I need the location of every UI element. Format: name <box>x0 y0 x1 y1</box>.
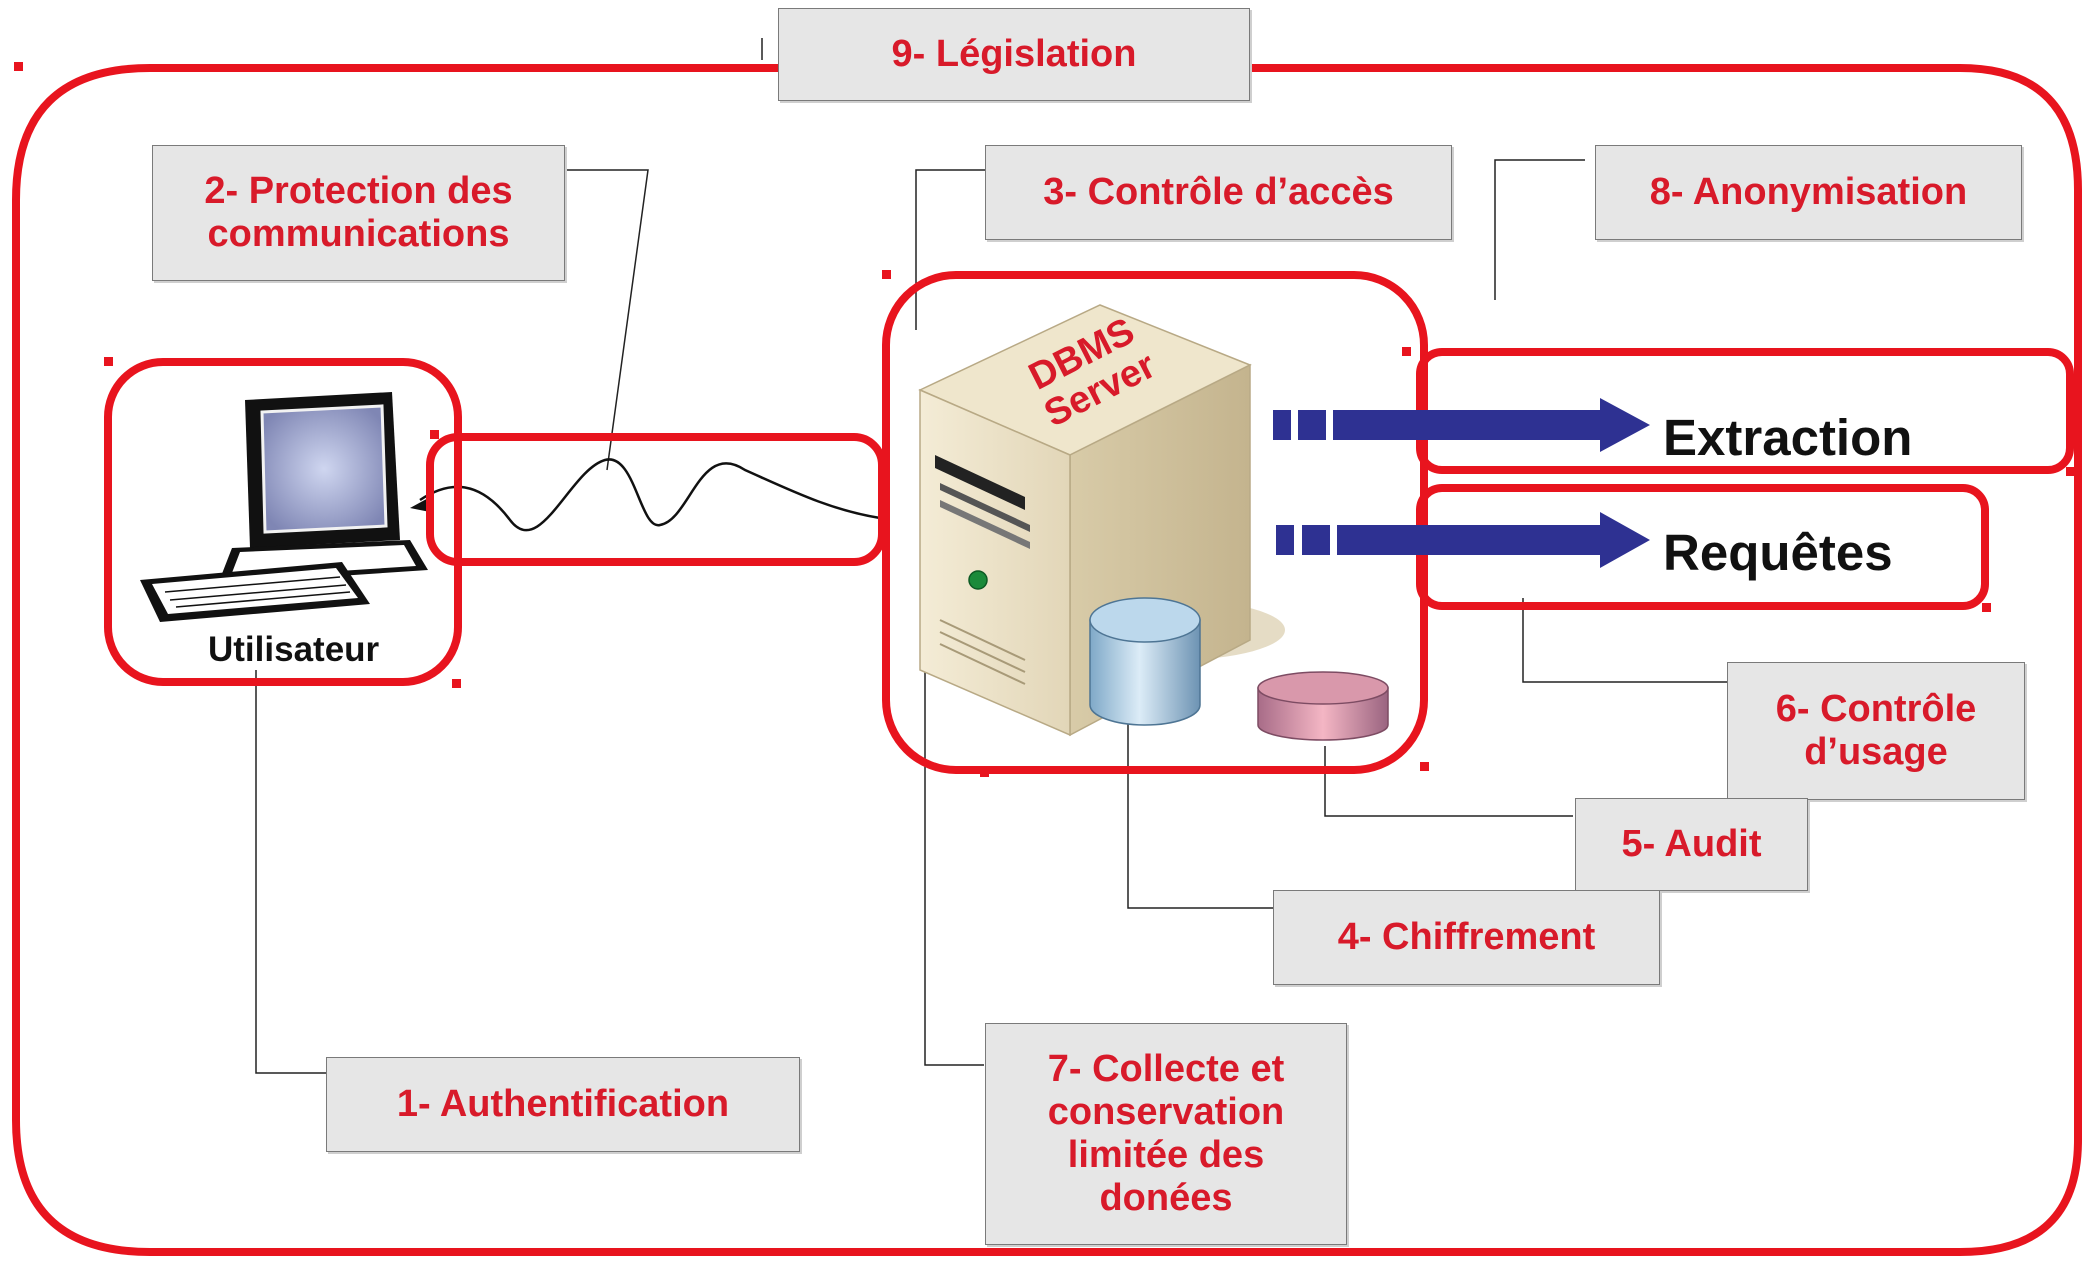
user-highlight-box <box>104 358 462 686</box>
outer-frame <box>12 64 2082 1256</box>
label-retention: 7- Collecte et conservation limitée des … <box>985 1023 1347 1245</box>
label-usage-control: 6- Contrôle d’usage <box>1727 662 2025 800</box>
disk-icon <box>1257 671 1389 741</box>
database-cylinder-icon <box>1089 597 1201 726</box>
user-label: Utilisateur <box>208 630 380 669</box>
output-extraction: Extraction <box>1663 409 1913 466</box>
label-encryption: 4- Chiffrement <box>1273 890 1660 985</box>
arrow-right-icon <box>1276 512 1650 568</box>
output-queries: Requêtes <box>1663 524 1893 581</box>
red-markers <box>14 62 2075 777</box>
label-authentication: 1- Authentification <box>326 1057 800 1152</box>
arrow-right-icon <box>1273 398 1650 452</box>
label-audit: 5- Audit <box>1575 798 1808 891</box>
computer-icon <box>140 392 428 622</box>
label-protection: 2- Protection des communications <box>152 145 565 281</box>
label-anonymisation: 8- Anonymisation <box>1595 145 2022 240</box>
label-access-control: 3- Contrôle d’accès <box>985 145 1452 240</box>
communication-wave-icon <box>419 458 881 532</box>
label-legislation: 9- Législation <box>778 8 1250 101</box>
